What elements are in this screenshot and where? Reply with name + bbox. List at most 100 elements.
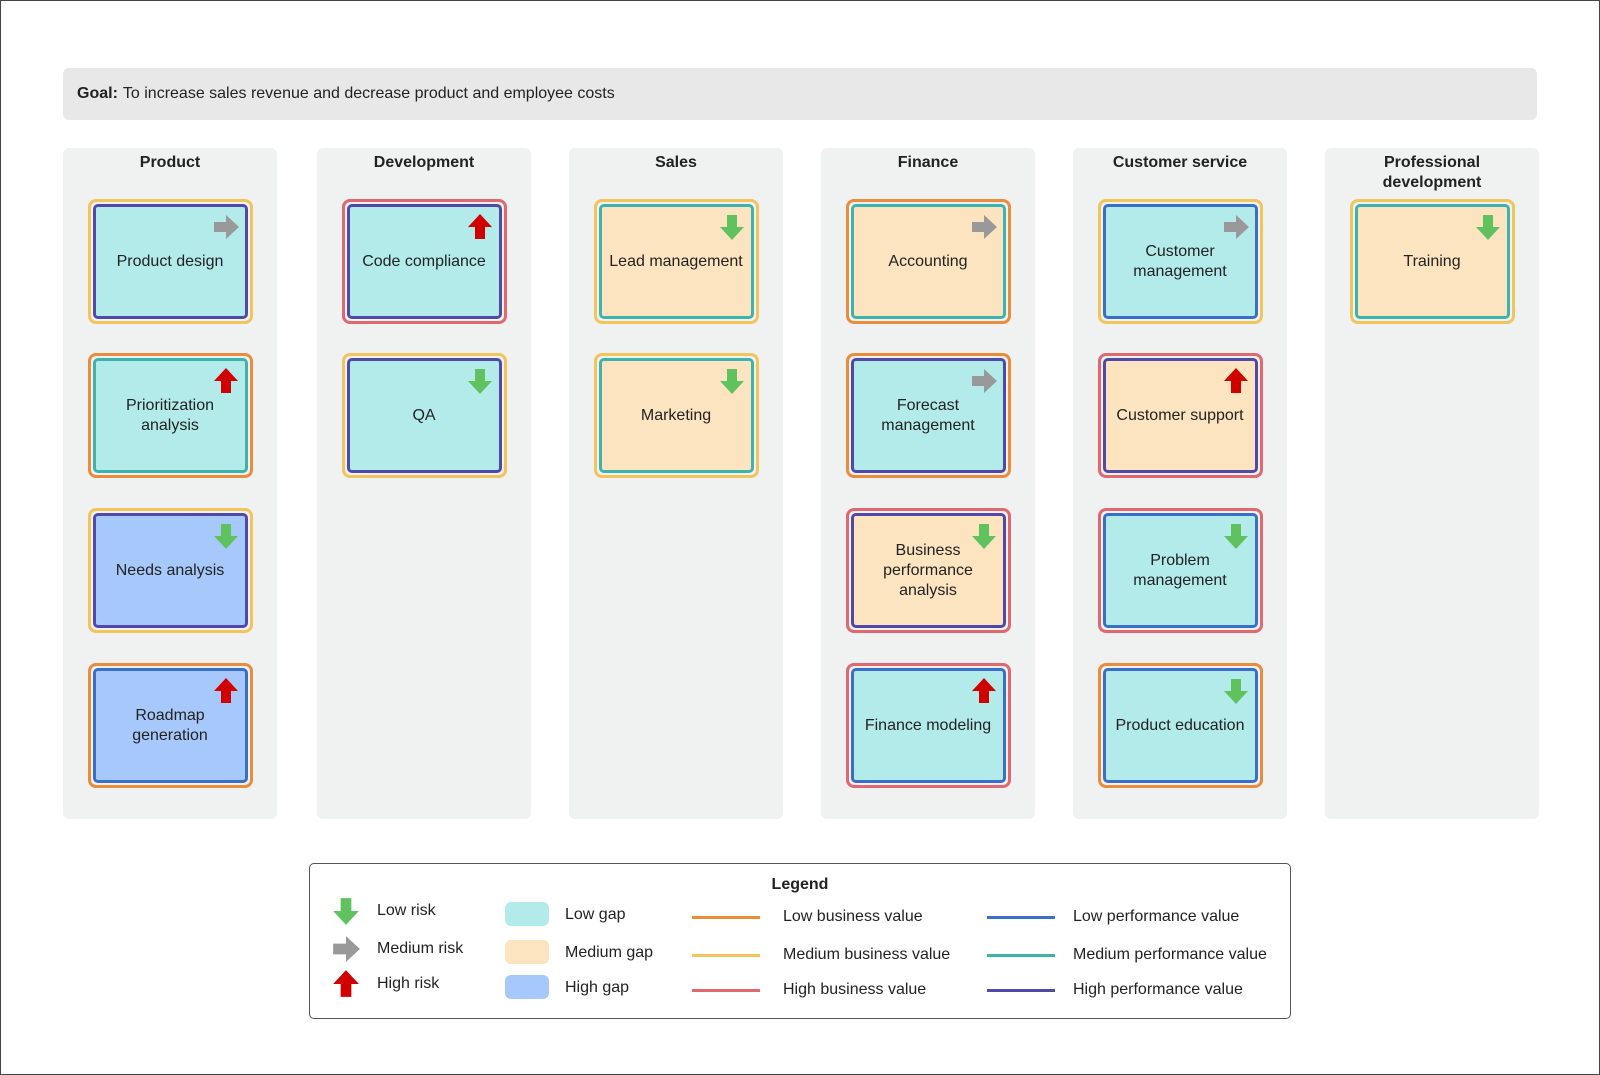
high-risk-arrow-icon [1223, 368, 1248, 393]
capability-label-line: Accounting [888, 252, 968, 270]
capability-label: Finance modeling [865, 716, 991, 736]
low-risk-arrow-icon [1475, 215, 1500, 240]
high-risk-arrow-icon [213, 678, 238, 703]
capability-card[interactable]: Prioritization analysis [87, 353, 253, 478]
medium-performance-value-line [987, 954, 1055, 957]
legend-label: Medium gap [565, 944, 654, 961]
capability-label: Code compliance [362, 252, 486, 272]
legend-title: Legend [771, 876, 829, 893]
capability-label: Marketing [641, 406, 711, 426]
capability-card-body: Product education [1102, 668, 1258, 783]
capability-label: Lead management [609, 252, 742, 272]
legend-label: Medium performance value [1073, 946, 1267, 963]
capability-label-line: Product design [116, 252, 224, 270]
medium-risk-arrow-icon [971, 369, 997, 393]
capability-label-line: performance analysis [883, 561, 973, 599]
capability-label: Needs analysis [116, 561, 225, 581]
capability-card-body: Business performance analysis [850, 513, 1006, 628]
lane-title-line: Product [139, 154, 201, 171]
capability-card[interactable]: Product design [87, 199, 253, 324]
capability-label: QA [412, 406, 435, 426]
capability-label-line: Business [895, 541, 961, 559]
high-risk-legend-icon [333, 970, 359, 997]
capability-card-body: Roadmap generation [92, 668, 248, 783]
capability-card-body: Marketing [598, 358, 754, 473]
legend-label: Medium business value [783, 946, 951, 963]
low-risk-arrow-icon [213, 524, 238, 549]
capability-card[interactable]: Needs analysis [87, 508, 253, 633]
capability-label: Customer support [1116, 406, 1243, 426]
legend-label: Low performance value [1073, 908, 1240, 925]
lane-title: Development [317, 153, 531, 173]
capability-label-line: Marketing [640, 406, 712, 424]
capability-label-line: Customer [1145, 242, 1215, 260]
legend-label: High performance value [1073, 981, 1243, 998]
capability-card-body: Finance modeling [850, 668, 1006, 783]
legend-label: High gap [565, 979, 630, 996]
capability-card[interactable]: Business performance analysis [845, 508, 1011, 633]
capability-label-line: Code compliance [362, 252, 486, 270]
high-business-value-line [692, 989, 760, 992]
capability-label-line: Customer support [1116, 406, 1244, 424]
high-gap-swatch [505, 975, 549, 999]
capability-card-body: Needs analysis [92, 513, 248, 628]
high-risk-arrow-icon [213, 368, 238, 393]
capability-label-line: QA [412, 406, 436, 424]
capability-card-body: Training [1354, 204, 1510, 319]
legend-label: High risk [377, 975, 440, 992]
capability-card[interactable]: Lead management [593, 199, 759, 324]
medium-business-value-line [692, 954, 760, 957]
capability-card[interactable]: Marketing [593, 353, 759, 478]
legend-label: Low gap [565, 906, 626, 923]
lane-title-line: Development [373, 154, 475, 171]
capability-label: Accounting [888, 252, 967, 272]
lane-title-line: Customer service [1112, 154, 1248, 171]
capability-card[interactable]: Product education [1097, 663, 1263, 788]
low-gap-swatch [505, 902, 549, 926]
capability-label-line: Problem [1150, 551, 1210, 569]
lane-title: Customer service [1073, 153, 1287, 173]
low-risk-legend-icon [333, 898, 359, 925]
goal-banner: Goal: To increase sales revenue and decr… [63, 68, 1537, 120]
low-risk-arrow-icon [1223, 524, 1248, 549]
legend-label: High business value [783, 981, 927, 998]
low-risk-arrow-icon [467, 369, 492, 394]
capability-card-body: Lead management [598, 204, 754, 319]
lane-title: Product [63, 153, 277, 173]
capability-card-body: Prioritization analysis [92, 358, 248, 473]
capability-label-line: Roadmap generation [132, 706, 208, 744]
high-performance-value-line [987, 989, 1055, 992]
capability-card[interactable]: Customer support [1097, 353, 1263, 478]
medium-risk-arrow-icon [1223, 215, 1249, 239]
capability-card-body: Customer support [1102, 358, 1258, 473]
capability-card[interactable]: Training [1349, 199, 1515, 324]
capability-card[interactable]: Roadmap generation [87, 663, 253, 788]
legend-label: Medium risk [377, 940, 464, 957]
medium-gap-swatch [505, 940, 549, 964]
capability-label-line: Lead management [609, 252, 743, 270]
capability-label: Product design [117, 252, 224, 272]
capability-card[interactable]: Accounting [845, 199, 1011, 324]
capability-label: Training [1403, 252, 1460, 272]
capability-label: Prioritization analysis [98, 396, 243, 436]
low-risk-arrow-icon [971, 524, 996, 549]
capability-card[interactable]: Code compliance [341, 199, 507, 324]
lane-title: Finance [821, 153, 1035, 173]
low-performance-value-line [987, 916, 1055, 919]
goal-text: To increase sales revenue and decrease p… [122, 85, 615, 102]
lane-title: Sales [569, 153, 783, 173]
capability-card[interactable]: Finance modeling [845, 663, 1011, 788]
capability-card-body: Product design [92, 204, 248, 319]
low-risk-arrow-icon [1223, 679, 1248, 704]
capability-label: Business performance analysis [856, 541, 1001, 601]
high-risk-arrow-icon [971, 678, 996, 703]
capability-label-line: management [881, 416, 975, 434]
medium-risk-arrow-icon [213, 215, 239, 239]
capability-card[interactable]: QA [341, 353, 507, 478]
